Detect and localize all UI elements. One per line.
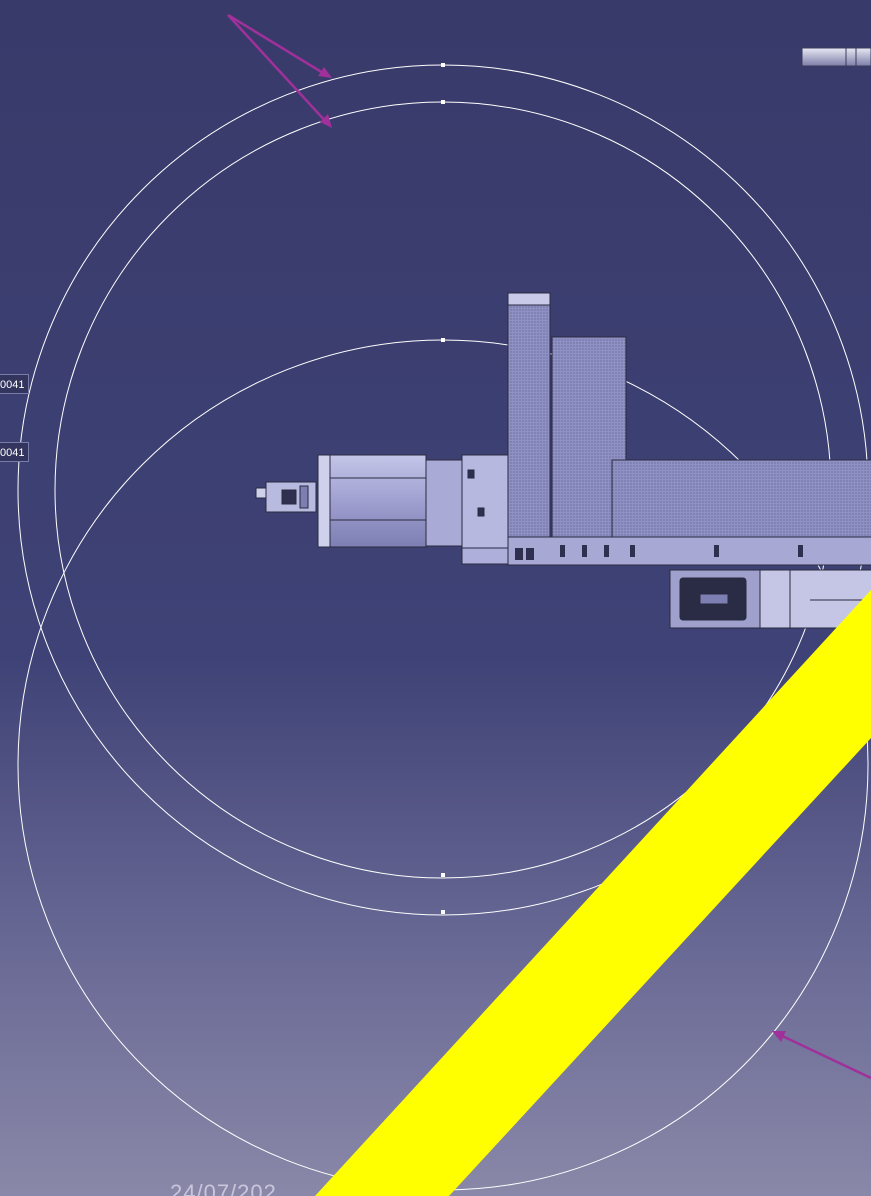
arrow-icon[interactable]: [227, 14, 329, 125]
base-rail[interactable]: [507, 536, 871, 566]
date-stamp: 24/07/202: [170, 1180, 277, 1196]
highlight-band: [315, 590, 871, 1196]
dimension-tag-upper[interactable]: 0041: [0, 374, 30, 394]
circle-point[interactable]: [441, 63, 445, 67]
dimension-tag-lower[interactable]: 0041: [0, 442, 30, 462]
circle-point[interactable]: [441, 338, 445, 342]
arrow-icon[interactable]: [777, 1032, 871, 1080]
vertical-column-left[interactable]: [507, 292, 551, 564]
coupling-lower[interactable]: [461, 547, 513, 565]
motor-body[interactable]: [329, 454, 427, 548]
motor-flange[interactable]: [317, 454, 331, 548]
annotation-arrows: [227, 13, 871, 1080]
compass-icon[interactable]: [801, 47, 871, 67]
mechanical-assembly[interactable]: [255, 292, 871, 629]
circle-points: [441, 63, 445, 1192]
horizontal-beam[interactable]: [611, 459, 871, 541]
arrow-icon[interactable]: [227, 13, 329, 78]
compass-widget[interactable]: [801, 47, 871, 67]
circle-point[interactable]: [441, 100, 445, 104]
gearbox[interactable]: [425, 459, 463, 547]
circle-point[interactable]: [441, 873, 445, 877]
circle-point[interactable]: [441, 910, 445, 914]
coupling-block[interactable]: [461, 454, 509, 551]
